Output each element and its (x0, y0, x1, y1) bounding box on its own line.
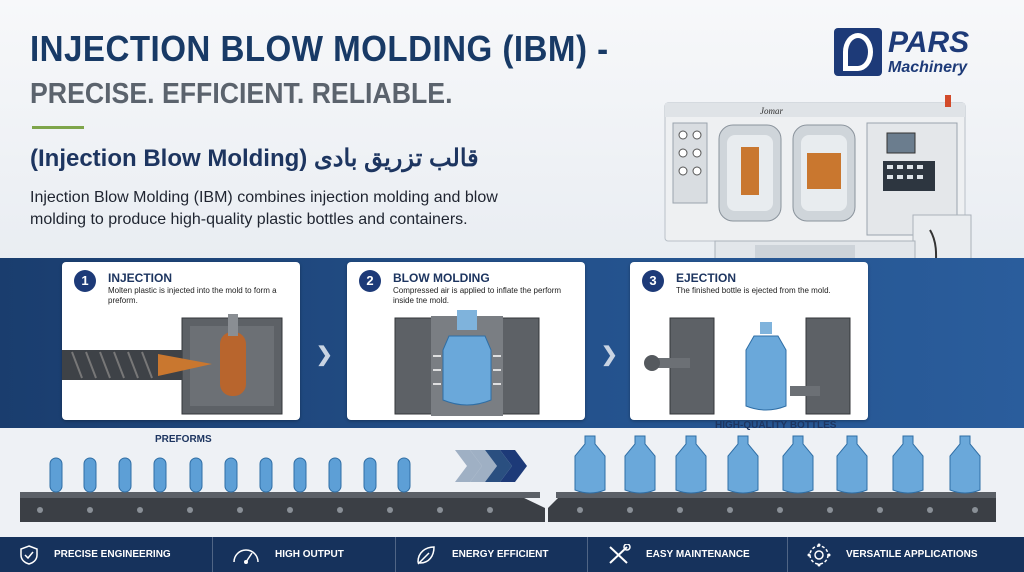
leaf-icon (417, 545, 435, 565)
pars-machinery-logo[interactable]: PARS Machinery (834, 26, 1004, 78)
step-card-injection[interactable]: 1 INJECTION Molten plastic is injected i… (62, 262, 300, 420)
gear-network-icon (807, 543, 831, 566)
feature-label: VERSATILE APPLICATIONS (846, 549, 978, 560)
feature-label: ENERGY EFFICIENT (452, 549, 549, 560)
features-bar: PRECISE ENGINEERING HIGH OUTPUT ENERGY E… (0, 537, 1024, 572)
page-tagline: PRECISE. EFFICIENT. RELIABLE. (30, 78, 453, 110)
feature-easy-maintenance[interactable]: EASY MAINTENANCE (588, 537, 788, 572)
preform-conveyor (20, 492, 545, 522)
step-arrow-icon: ❯ (601, 344, 618, 366)
injection-mold-illustration (62, 314, 283, 415)
step-description: The finished bottle is ejected from the … (676, 286, 831, 295)
speedometer-icon (233, 548, 259, 564)
step-description: Molten plastic is injected into the mold… (108, 286, 277, 305)
feature-versatile-applications[interactable]: VERSATILE APPLICATIONS (788, 537, 1024, 572)
step-card-blow-molding[interactable]: 2 BLOW MOLDING Compressed air is applied… (347, 262, 585, 420)
logo-mark (834, 28, 882, 76)
bottles-row (574, 435, 981, 494)
step-number-badge: 3 (642, 270, 664, 292)
machine-brand-label: Jomar (760, 106, 783, 116)
flow-arrows-icon (455, 450, 527, 482)
ejection-illustration (644, 317, 851, 415)
step-card-ejection[interactable]: 3 EJECTION The finished bottle is ejecte… (630, 262, 868, 420)
page-description: Injection Blow Molding (IBM) combines in… (30, 189, 498, 228)
blow-mold-illustration (394, 310, 540, 416)
preforms-label: PREFORMS (155, 434, 212, 445)
step-title: EJECTION (676, 271, 737, 285)
step-number-badge: 1 (74, 270, 96, 292)
feature-high-output[interactable]: HIGH OUTPUT (213, 537, 396, 572)
feature-label: PRECISE ENGINEERING (54, 549, 171, 560)
step-title: BLOW MOLDING (393, 271, 490, 285)
bottle-conveyor (548, 492, 996, 522)
step-description: Compressed air is applied to inflate the… (393, 286, 562, 305)
step-title: INJECTION (108, 271, 173, 285)
shield-check-icon (20, 544, 38, 565)
high-quality-bottles-label: HIGH-QUALITY BOTTLES (715, 420, 837, 431)
step-arrow-icon: ❯ (316, 344, 333, 366)
page-title: INJECTION BLOW MOLDING (IBM) - (30, 28, 609, 69)
conveyor-illustration (20, 435, 996, 522)
feature-label: HIGH OUTPUT (275, 549, 344, 560)
logo-subtitle: Machinery (888, 59, 968, 76)
feature-energy-efficient[interactable]: ENERGY EFFICIENT (396, 537, 588, 572)
wrench-screwdriver-icon (609, 543, 631, 564)
logo-name: PARS (888, 26, 970, 59)
step-number-badge: 2 (359, 270, 381, 292)
accent-divider (32, 126, 84, 129)
feature-precise-engineering[interactable]: PRECISE ENGINEERING (0, 537, 213, 572)
page-subtitle: (Injection Blow Molding) قالب تزریق بادی (30, 145, 479, 172)
feature-label: EASY MAINTENANCE (646, 549, 750, 560)
preforms-row (49, 457, 411, 493)
